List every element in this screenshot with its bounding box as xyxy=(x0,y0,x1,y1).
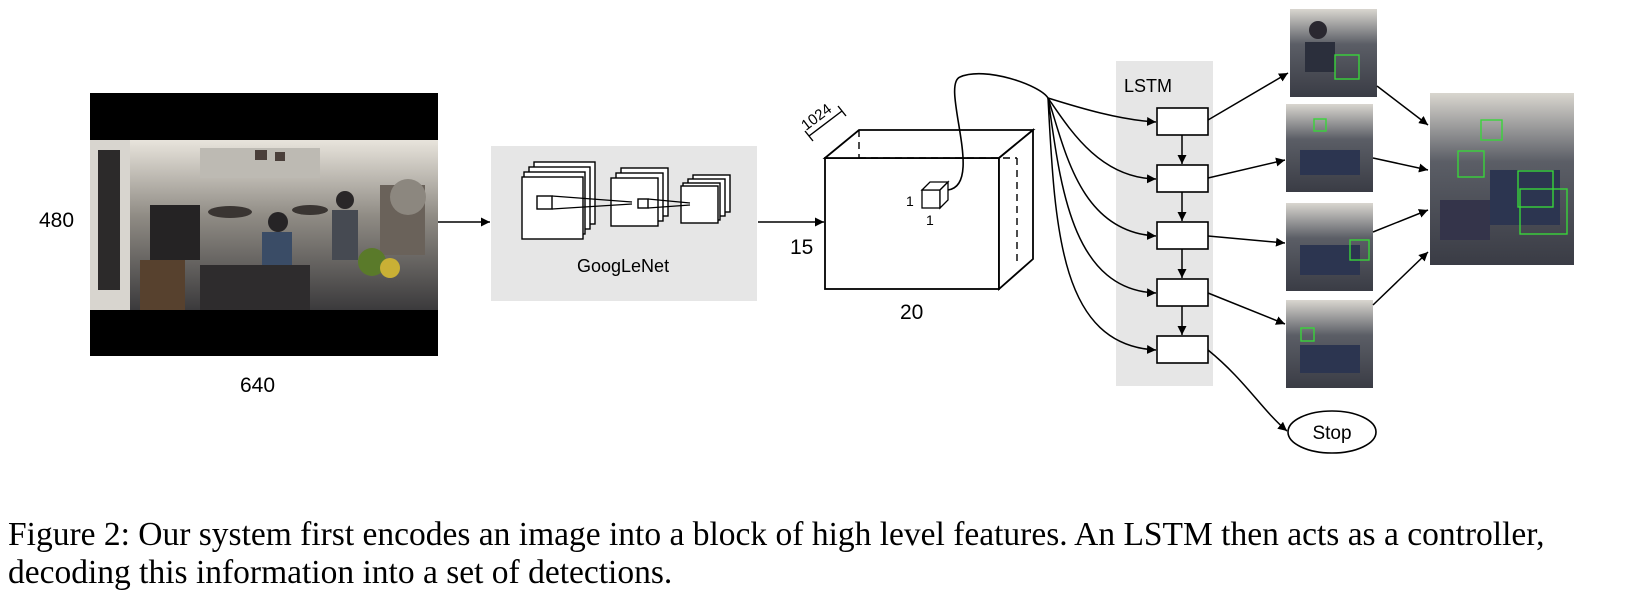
input-width-label: 640 xyxy=(240,374,275,397)
feature-to-lstm-cell-4-arrow xyxy=(1047,97,1157,298)
figure-caption: Figure 2: Our system first encodes an im… xyxy=(8,516,1545,591)
feature-to-lstm-cell-2-arrow xyxy=(1047,97,1157,184)
input-height-label: 480 xyxy=(39,209,74,232)
input-image xyxy=(90,93,438,356)
lstm-to-detection-1-arrow xyxy=(1207,72,1289,121)
lstm-to-detection-2-arrow xyxy=(1207,157,1286,179)
stop-node xyxy=(1287,410,1377,454)
feature-to-lstm-cell-5-arrow xyxy=(1047,97,1157,355)
feature-depth-label: 1024 xyxy=(798,101,835,135)
feature-cell-to-lstm-curve xyxy=(947,72,1049,191)
diagram: 480 640 GoogLeNet xyxy=(39,9,1574,454)
feature-block xyxy=(804,105,1036,291)
detection-3-to-result-arrow xyxy=(1372,209,1429,233)
stop-label: Stop xyxy=(1312,423,1351,444)
lstm-cell xyxy=(1156,164,1209,193)
detection-thumbnail-1 xyxy=(1290,9,1377,97)
lstm-cell xyxy=(1156,278,1209,307)
feature-cell xyxy=(920,180,950,210)
lstm-to-detection-4-arrow xyxy=(1207,292,1286,325)
lstm-cell xyxy=(1156,107,1209,136)
detection-result-image xyxy=(1430,93,1574,265)
detection-4-to-result-arrow xyxy=(1372,251,1429,306)
feature-cell-label-bottom: 1 xyxy=(926,212,934,228)
feature-to-lstm-cell-1-arrow xyxy=(1047,97,1157,126)
lstm-to-detection-3-arrow xyxy=(1207,235,1286,247)
googlenet-block xyxy=(491,146,757,301)
lstm-cell xyxy=(1156,335,1209,364)
lstm-label: LSTM xyxy=(1124,76,1172,96)
lstm-to-stop-arrow xyxy=(1207,349,1288,432)
feature-width-label: 20 xyxy=(900,301,923,324)
detection-thumbnail-3 xyxy=(1286,203,1373,291)
detection-thumbnail-4 xyxy=(1286,300,1373,388)
feature-cell-label-left: 1 xyxy=(906,193,914,209)
lstm-cell xyxy=(1156,221,1209,250)
detection-1-to-result-arrow xyxy=(1376,85,1429,126)
detection-thumbnail-2 xyxy=(1286,104,1373,192)
feature-height-label: 15 xyxy=(790,236,813,259)
feature-to-lstm-cell-3-arrow xyxy=(1047,97,1157,241)
detection-2-to-result-arrow xyxy=(1372,157,1429,173)
googlenet-label: GoogLeNet xyxy=(577,256,669,276)
